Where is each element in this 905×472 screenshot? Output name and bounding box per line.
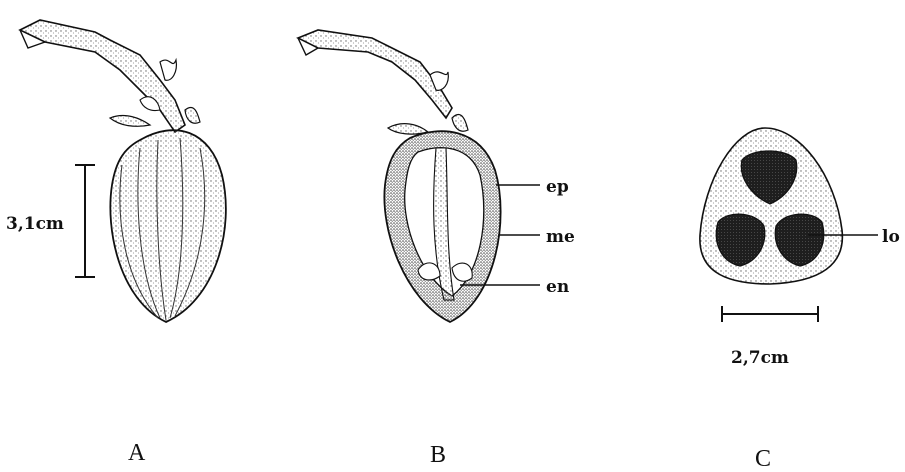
fruit-c-drawing bbox=[700, 128, 878, 322]
stalk-b bbox=[298, 30, 452, 118]
stalk-a bbox=[20, 20, 185, 132]
scale-label-c: 2,7cm bbox=[731, 348, 789, 368]
panel-label-b: B bbox=[430, 442, 446, 468]
label-ep: ep bbox=[546, 177, 569, 197]
scale-label-a: 3,1cm bbox=[6, 214, 64, 234]
label-en: en bbox=[546, 277, 569, 297]
label-me: me bbox=[546, 227, 575, 247]
label-lo: lo bbox=[882, 227, 900, 247]
fruit-b-drawing bbox=[298, 30, 540, 322]
fruit-a-drawing bbox=[20, 20, 226, 322]
panel-label-a: A bbox=[128, 440, 146, 466]
fruit-a-body bbox=[110, 130, 226, 322]
panel-label-c: C bbox=[755, 446, 771, 472]
